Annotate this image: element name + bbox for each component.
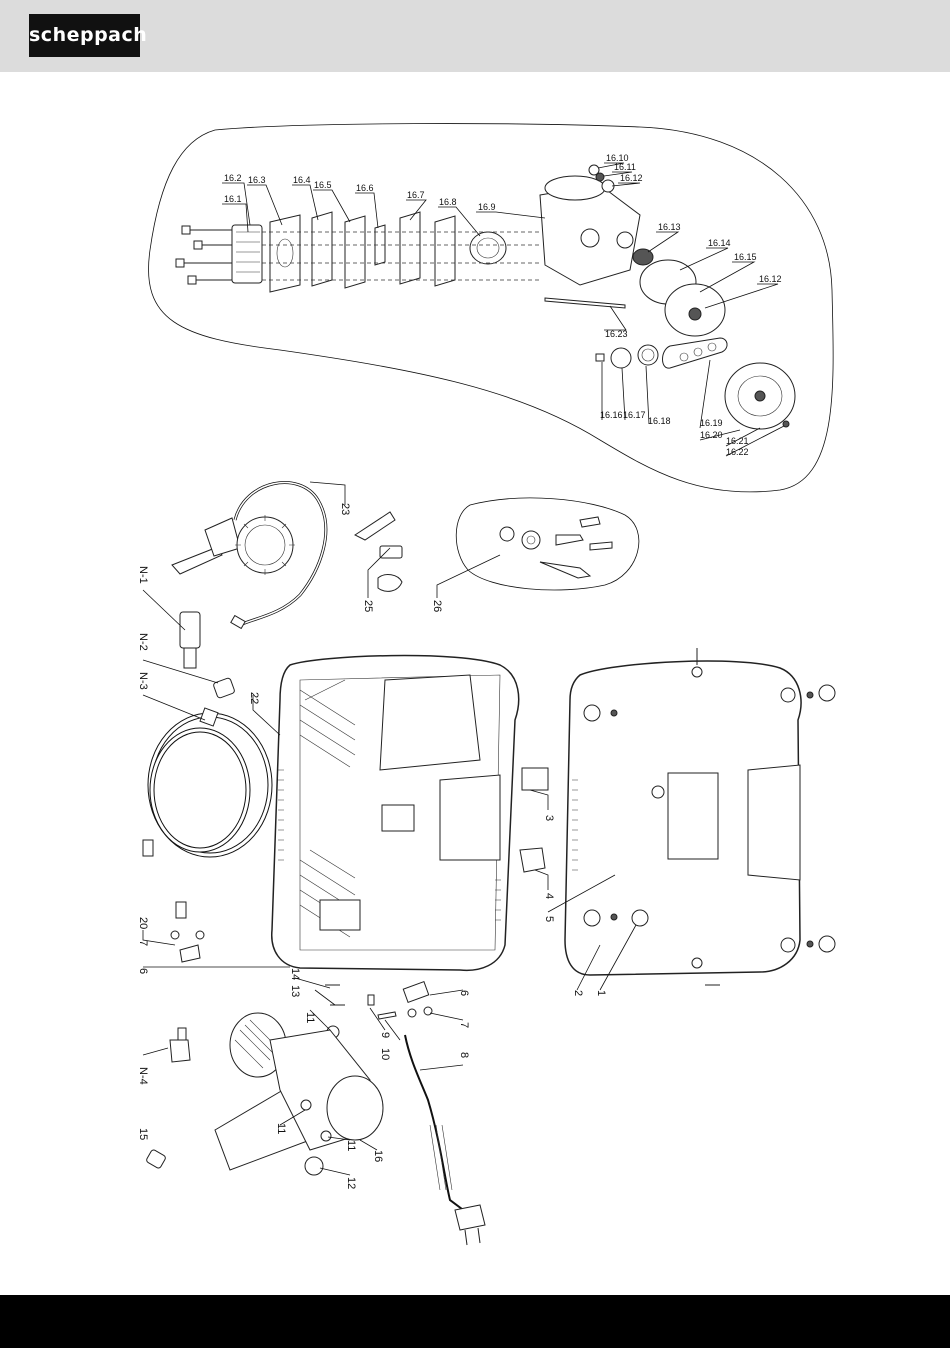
callout-2: 2 [572, 990, 584, 996]
callout-13: 13 [289, 985, 301, 997]
plug-socket [520, 848, 545, 872]
callout-16-17: 16.17 [623, 410, 646, 420]
callout-16: 16 [372, 1150, 384, 1162]
fitting-n2 [213, 677, 235, 698]
callout-16-6: 16.6 [356, 183, 374, 193]
cylinder-head [232, 225, 262, 283]
callout-16-8: 16.8 [439, 197, 457, 207]
nozzle-set [355, 512, 402, 591]
callout-16-12: 16.12 [620, 173, 643, 183]
callout-16-21: 16.21 [726, 436, 749, 446]
housing-half-outer [565, 648, 835, 985]
callout-8: 8 [458, 1052, 470, 1058]
callout-16-19: 16.19 [700, 418, 723, 428]
air-gun-with-gauge [172, 483, 326, 629]
switch [522, 768, 548, 790]
callout-7-left: 7 [137, 940, 149, 946]
callout-16-22: 16.22 [726, 447, 749, 457]
callout-16-9: 16.9 [478, 202, 496, 212]
callout-23: 23 [339, 503, 351, 515]
callout-16-20: 16.20 [700, 430, 723, 440]
callout-n4: N-4 [137, 1067, 149, 1085]
callout-16-12b: 16.12 [759, 274, 782, 284]
callout-16-5: 16.5 [314, 180, 332, 190]
callout-12: 12 [345, 1177, 357, 1189]
housing-half-inner [272, 656, 519, 971]
callout-11-low: 11 [345, 1140, 357, 1151]
quick-coupling [180, 612, 200, 668]
callout-14: 14 [289, 968, 301, 980]
head-bolts [176, 226, 232, 284]
callout-22: 22 [248, 692, 260, 704]
callout-16-23: 16.23 [605, 329, 628, 339]
power-cord [405, 1035, 485, 1245]
callout-16-7: 16.7 [407, 190, 425, 200]
callout-16-15: 16.15 [734, 252, 757, 262]
callout-26: 26 [431, 600, 443, 612]
callout-7-right: 7 [458, 1022, 470, 1028]
callout-6-right: 6 [458, 990, 470, 996]
callout-10: 10 [379, 1048, 391, 1060]
callout-9: 9 [379, 1032, 391, 1038]
callout-20: 20 [137, 917, 149, 929]
callout-n2: N-2 [137, 633, 149, 651]
callout-16-18: 16.18 [648, 416, 671, 426]
callout-16-13: 16.13 [658, 222, 681, 232]
crankcase [540, 176, 640, 285]
callout-15: 15 [137, 1128, 149, 1140]
callout-n1: N-1 [137, 566, 149, 584]
callout-16-11: 16.11 [614, 162, 636, 172]
footer-bar [0, 1295, 950, 1348]
header-bar: scheppach [0, 0, 950, 72]
callout-4: 4 [543, 893, 555, 899]
callout-16-3: 16.3 [248, 175, 266, 185]
callout-6-left: 6 [137, 968, 149, 974]
hose-coil [143, 708, 270, 856]
callout-16-14: 16.14 [708, 238, 731, 248]
callout-16-16: 16.16 [600, 410, 623, 420]
callout-5: 5 [543, 916, 555, 922]
callout-16-4: 16.4 [293, 175, 311, 185]
inflation-kit [456, 498, 639, 590]
callout-25: 25 [362, 600, 374, 612]
callout-n3: N-3 [137, 672, 149, 690]
callout-11-top: 11 [304, 1012, 316, 1023]
callout-16-2: 16.2 [224, 173, 242, 183]
callout-16-1: 16.1 [224, 194, 242, 204]
callout-11-mid: 11 [275, 1123, 287, 1134]
callout-3: 3 [543, 815, 555, 821]
brand-logo: scheppach [29, 14, 140, 57]
callout-1: 1 [595, 990, 607, 996]
connecting-rod-pin [545, 298, 625, 308]
exploded-parts-diagram: 16.1 16.2 16.3 16.4 16.5 16.6 16.7 16.8 … [0, 72, 950, 1295]
